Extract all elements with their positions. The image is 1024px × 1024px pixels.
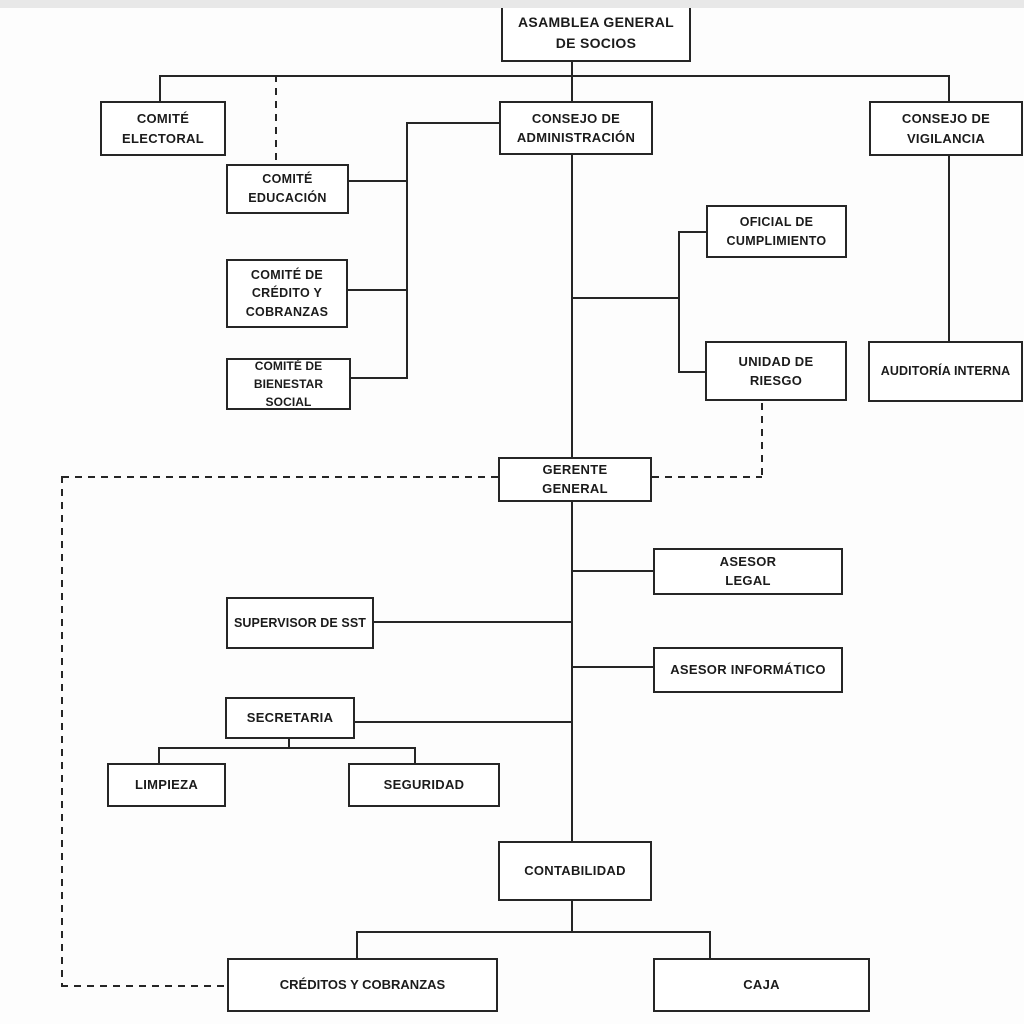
connector-line bbox=[678, 231, 706, 233]
connector-line bbox=[348, 289, 406, 291]
connector-line bbox=[571, 666, 653, 668]
node-consejo-vigilancia: CONSEJO DE VIGILANCIA bbox=[869, 101, 1023, 156]
connector-line-dashed bbox=[761, 403, 763, 478]
connector-line bbox=[571, 570, 653, 572]
connector-line bbox=[709, 931, 711, 958]
connector-line bbox=[356, 931, 711, 933]
node-contabilidad: CONTABILIDAD bbox=[498, 841, 652, 901]
node-gerente-general: GERENTE GENERAL bbox=[498, 457, 652, 502]
connector-line-dashed bbox=[61, 476, 63, 987]
connector-line bbox=[571, 155, 573, 457]
footer-strip bbox=[0, 0, 1024, 8]
connector-line bbox=[948, 75, 950, 101]
node-comite-educacion: COMITÉ EDUCACIÓN bbox=[226, 164, 349, 214]
connector-line bbox=[374, 621, 571, 623]
connector-line bbox=[159, 75, 950, 77]
node-secretaria: SECRETARIA bbox=[225, 697, 355, 739]
node-comite-bienestar-social: COMITÉ DE BIENESTAR SOCIAL bbox=[226, 358, 351, 410]
connector-line bbox=[355, 721, 571, 723]
node-asesor-legal: ASESOR LEGAL bbox=[653, 548, 843, 595]
connector-line-dashed bbox=[652, 476, 762, 478]
node-limpieza: LIMPIEZA bbox=[107, 763, 226, 807]
connector-line bbox=[571, 62, 573, 101]
connector-line bbox=[356, 931, 358, 958]
connector-line-dashed bbox=[62, 476, 498, 478]
connector-line bbox=[351, 377, 406, 379]
connector-line bbox=[159, 75, 161, 101]
connector-line bbox=[571, 297, 680, 299]
connector-line bbox=[678, 371, 705, 373]
node-comite-credito-cobranzas: COMITÉ DE CRÉDITO Y COBRANZAS bbox=[226, 259, 348, 328]
connector-line bbox=[158, 747, 416, 749]
connector-line bbox=[571, 502, 573, 841]
connector-line bbox=[406, 122, 408, 379]
node-caja: CAJA bbox=[653, 958, 870, 1012]
connector-line bbox=[414, 747, 416, 763]
connector-line bbox=[158, 747, 160, 763]
connector-line bbox=[406, 122, 499, 124]
node-unidad-riesgo: UNIDAD DE RIESGO bbox=[705, 341, 847, 401]
node-consejo-administracion: CONSEJO DE ADMINISTRACIÓN bbox=[499, 101, 653, 155]
node-supervisor-sst: SUPERVISOR DE SST bbox=[226, 597, 374, 649]
node-creditos-cobranzas: CRÉDITOS Y COBRANZAS bbox=[227, 958, 498, 1012]
connector-line bbox=[678, 231, 680, 373]
node-comite-electoral: COMITÉ ELECTORAL bbox=[100, 101, 226, 156]
connector-line-dashed bbox=[275, 75, 277, 164]
connector-line bbox=[288, 739, 290, 749]
node-seguridad: SEGURIDAD bbox=[348, 763, 500, 807]
connector-line-dashed bbox=[61, 985, 227, 987]
node-asamblea-general: ASAMBLEA GENERAL DE SOCIOS bbox=[501, 4, 691, 62]
connector-line bbox=[571, 901, 573, 933]
node-asesor-informatico: ASESOR INFORMÁTICO bbox=[653, 647, 843, 693]
connector-line bbox=[349, 180, 406, 182]
connector-line bbox=[948, 156, 950, 341]
node-oficial-cumplimiento: OFICIAL DE CUMPLIMIENTO bbox=[706, 205, 847, 258]
node-auditoria-interna: AUDITORÍA INTERNA bbox=[868, 341, 1023, 402]
